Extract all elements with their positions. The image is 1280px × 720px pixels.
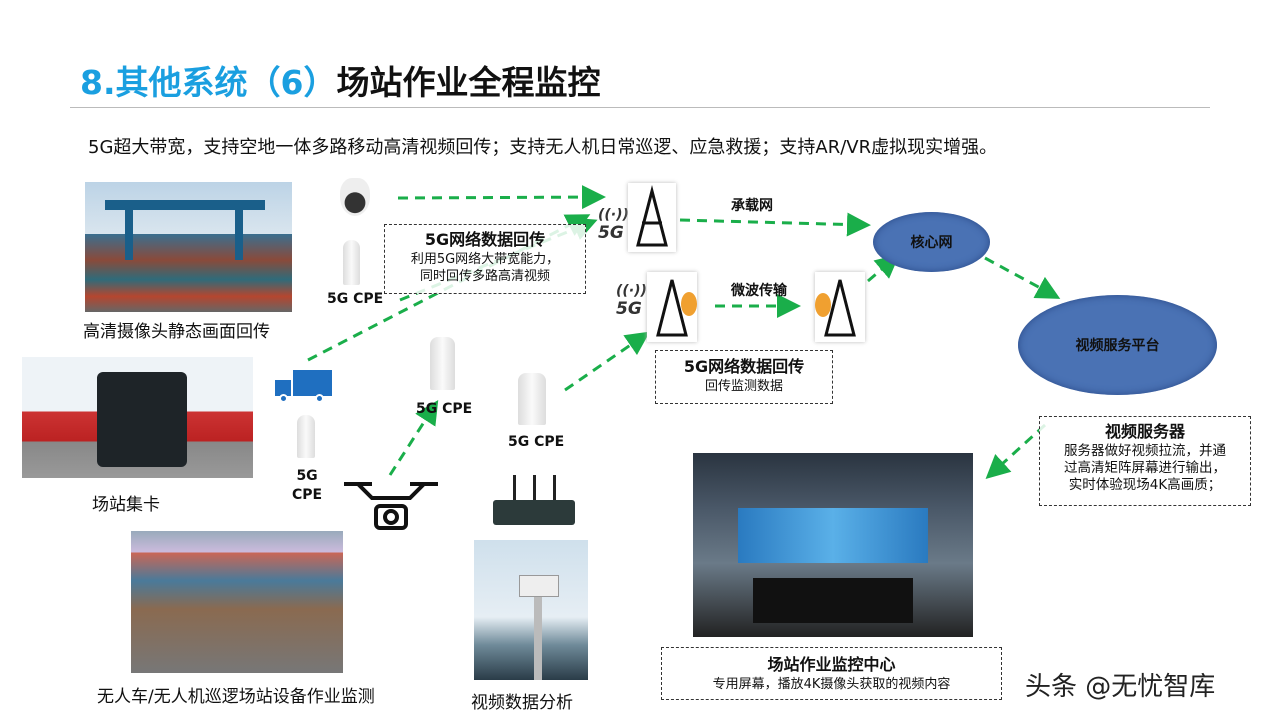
subtitle: 5G超大带宽，支持空地一体多路移动高清视频回传；支持无人机日常巡逻、应急救援；支…	[88, 137, 998, 158]
5g-signal-badge: ((·))5G	[598, 207, 629, 243]
title-divider	[70, 107, 1210, 108]
cpe-device-icon	[297, 415, 315, 458]
5g-signal-badge: ((·))5G	[616, 283, 647, 319]
control-center-photo	[693, 453, 973, 637]
arrow-core-platform	[984, 256, 1061, 299]
rail-photo	[131, 531, 343, 673]
arrow-bearer	[679, 212, 871, 237]
tower-icon	[628, 183, 676, 252]
dome-camera-icon	[340, 178, 370, 216]
cpe-device-icon	[430, 337, 455, 390]
video-platform-cloud: 视频服务平台	[1018, 295, 1217, 395]
tower-microwave-icon	[647, 272, 697, 342]
cpe-label: 5G CPE	[416, 401, 473, 417]
info-box-video-server: 视频服务器服务器做好视频拉流，并通过高清矩阵屏幕进行输出，实时体验现场4K高画质…	[1039, 416, 1251, 506]
info-box-5g-backhaul: 5G网络数据回传利用5G网络大带宽能力，同时回传多路高清视频	[384, 224, 586, 294]
page-title: 8.其他系统（6）场站作业全程监控	[80, 56, 600, 104]
port-photo	[85, 182, 292, 312]
truck-caption: 场站集卡	[92, 495, 160, 515]
camera-photo	[474, 540, 588, 680]
tower-microwave-icon	[815, 272, 865, 342]
title-text: 场站作业全程监控	[336, 63, 601, 102]
info-box-control-center: 场站作业监控中心专用屏幕，播放4K摄像头获取的视频内容	[661, 647, 1002, 700]
cpe-device-icon	[518, 373, 546, 425]
bearer-network-label: 承载网	[731, 198, 773, 214]
drone-icon	[344, 482, 438, 530]
cpe-label: 5G CPE	[327, 291, 384, 307]
watermark: 头条 @无忧智库	[1025, 672, 1216, 702]
arrow-cpe3-tower2	[564, 331, 650, 392]
port-caption: 高清摄像头静态画面回传	[83, 322, 270, 342]
cpe-label: 5G CPE	[508, 434, 565, 450]
microwave-label: 微波传输	[731, 283, 787, 299]
core-network-cloud: 核心网	[873, 212, 990, 272]
rail-caption: 无人车/无人机巡逻场站设备作业监测	[97, 687, 375, 707]
info-box-monitoring-backhaul: 5G网络数据回传回传监测数据	[655, 350, 833, 404]
cpe-device-icon	[343, 240, 360, 285]
truck-icon	[275, 370, 332, 403]
truck-photo	[22, 357, 253, 478]
router-icon	[493, 475, 575, 525]
arrow-camera-tower	[397, 185, 606, 210]
arrow-server-center	[985, 423, 1047, 480]
camera-caption: 视频数据分析	[471, 693, 573, 713]
title-number: 8.其他系统（6）	[80, 63, 337, 102]
